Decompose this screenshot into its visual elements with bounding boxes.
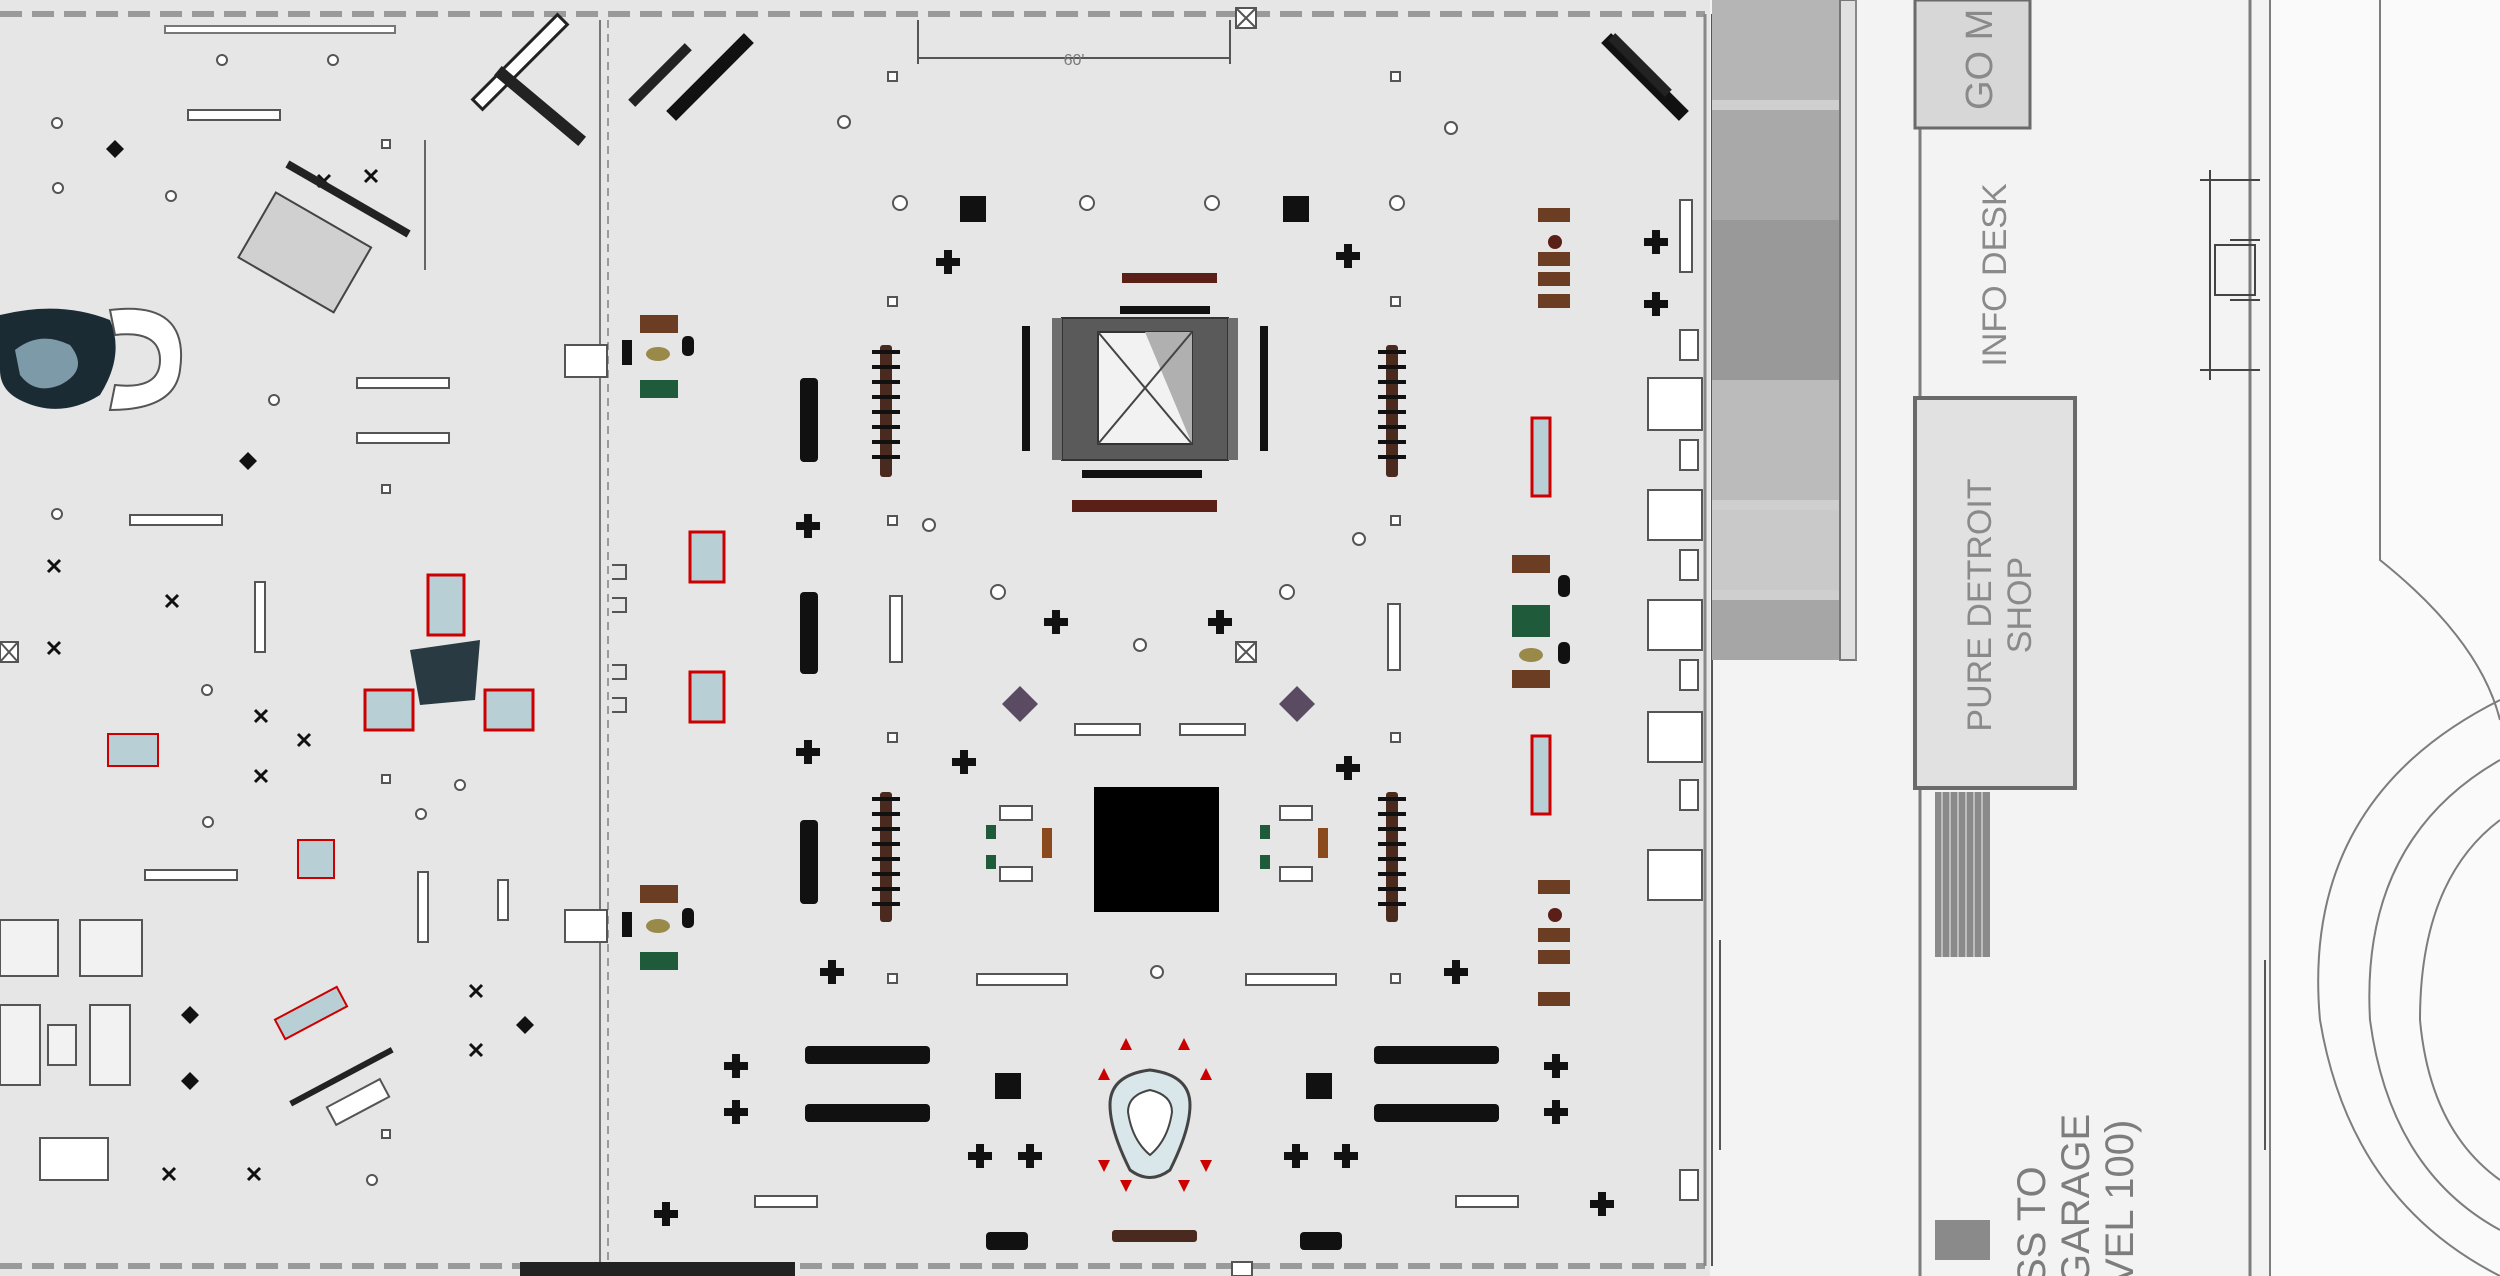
shop-stripe-pattern bbox=[1935, 792, 1990, 957]
go-room bbox=[1913, 0, 2032, 130]
pure-detroit-shop bbox=[1913, 396, 2077, 790]
feature-display-logo bbox=[0, 307, 183, 412]
corner-displays bbox=[470, 12, 1689, 146]
booth-left-small bbox=[107, 733, 394, 1127]
chair-rows-horizontal bbox=[805, 1046, 1499, 1250]
top-banner bbox=[164, 25, 396, 34]
brown-table-chairs bbox=[872, 350, 1406, 906]
outer-area bbox=[2270, 0, 2500, 1276]
chair-rows-vertical bbox=[800, 378, 818, 904]
lounge-cluster bbox=[622, 315, 1570, 970]
oval-bar bbox=[1098, 1038, 1212, 1192]
light-posts bbox=[892, 195, 1405, 600]
purple-diamonds bbox=[1002, 686, 1315, 722]
main-round-posts bbox=[837, 115, 1458, 979]
black-box-posts bbox=[960, 196, 1332, 1099]
dimension-line bbox=[917, 20, 1231, 64]
white-tables-main bbox=[564, 199, 1693, 1208]
garage-label: SS TO GARAGE VEL 100) bbox=[2010, 1045, 2142, 1276]
center-black-display bbox=[1094, 787, 1219, 912]
left-posts bbox=[51, 54, 466, 1186]
left-diamond-markers bbox=[106, 140, 534, 1090]
garage-label-line1: SS TO bbox=[2010, 1166, 2054, 1276]
garage-label-line2: GARAGE bbox=[2054, 1113, 2098, 1276]
center-stage bbox=[1022, 273, 1268, 512]
info-kiosks bbox=[688, 416, 1552, 816]
info-desk-label: INFO DESK bbox=[1976, 183, 2014, 367]
shop-label-line2: SHOP bbox=[2001, 556, 2039, 654]
x-box-markers bbox=[0, 7, 1257, 1276]
go-room-label: GO M bbox=[1959, 8, 2001, 110]
cafe-cluster-right bbox=[1538, 208, 1570, 1006]
corridor-building bbox=[1712, 0, 1857, 661]
sofa-groups bbox=[986, 805, 1328, 882]
cross-markers bbox=[654, 230, 1668, 1226]
wall-notches-left bbox=[612, 564, 627, 713]
garage-marker bbox=[1935, 1220, 1990, 1260]
lounge-cluster-left-top bbox=[237, 140, 426, 314]
left-tables bbox=[39, 109, 509, 1181]
main-square-posts bbox=[887, 71, 1401, 984]
hall-border bbox=[0, 11, 1713, 1276]
garage-label-line3: VEL 100) bbox=[2098, 1119, 2142, 1276]
shop-label-line1: PURE DETROIT bbox=[1961, 478, 1999, 732]
left-square-posts bbox=[381, 139, 391, 1139]
left-bottom-displays bbox=[0, 919, 143, 1086]
dimension-label: 60' bbox=[1064, 52, 1085, 69]
wall-booths-right bbox=[1647, 329, 1703, 1201]
kiosk-left-triad bbox=[363, 573, 535, 732]
shop-label: PURE DETROIT SHOP bbox=[1960, 445, 2040, 765]
door-marks-right bbox=[1719, 940, 2266, 1150]
corridor-walls bbox=[1918, 0, 2500, 1276]
turnstile-icon bbox=[2200, 170, 2260, 380]
